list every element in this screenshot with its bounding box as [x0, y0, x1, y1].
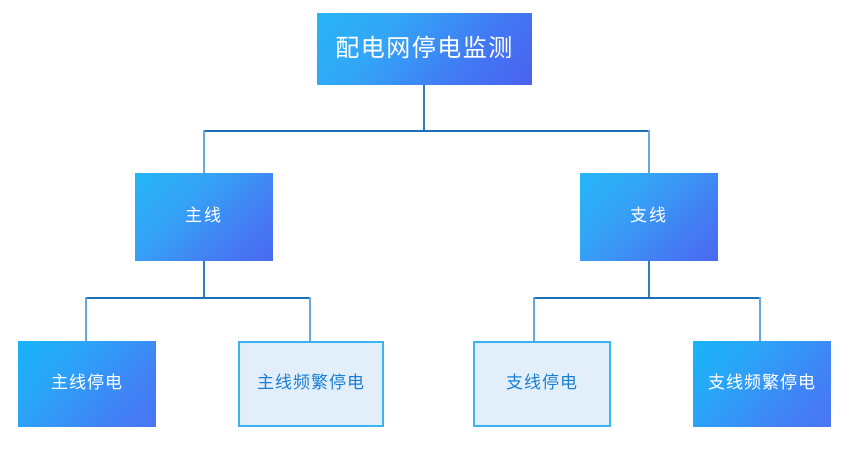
- connector-root-bus: [203, 130, 650, 132]
- connector-branch-right-to-leaf-4: [759, 297, 761, 342]
- node-leaf-main-line-frequent-outage[interactable]: 主线频繁停电: [238, 341, 384, 427]
- node-leaf-main-line-outage[interactable]: 主线停电: [18, 341, 156, 427]
- connector-root-stem: [423, 85, 425, 131]
- connector-branch-left-to-leaf-1: [85, 297, 87, 342]
- node-branch-main-line[interactable]: 主线: [135, 173, 273, 261]
- node-leaf-sub-line-outage[interactable]: 支线停电: [473, 341, 611, 427]
- connector-root-to-branch-right: [648, 130, 650, 174]
- connector-branch-left-bus: [85, 297, 311, 299]
- connector-branch-left-stem: [203, 261, 205, 298]
- node-root[interactable]: 配电网停电监测: [317, 13, 532, 85]
- connector-branch-right-to-leaf-3: [533, 297, 535, 342]
- connector-root-to-branch-left: [203, 130, 205, 174]
- connector-branch-left-to-leaf-2: [309, 297, 311, 342]
- node-branch-sub-line[interactable]: 支线: [580, 173, 718, 261]
- connector-branch-right-stem: [648, 261, 650, 298]
- node-leaf-sub-line-frequent-outage[interactable]: 支线频繁停电: [693, 341, 831, 427]
- connector-branch-right-bus: [533, 297, 761, 299]
